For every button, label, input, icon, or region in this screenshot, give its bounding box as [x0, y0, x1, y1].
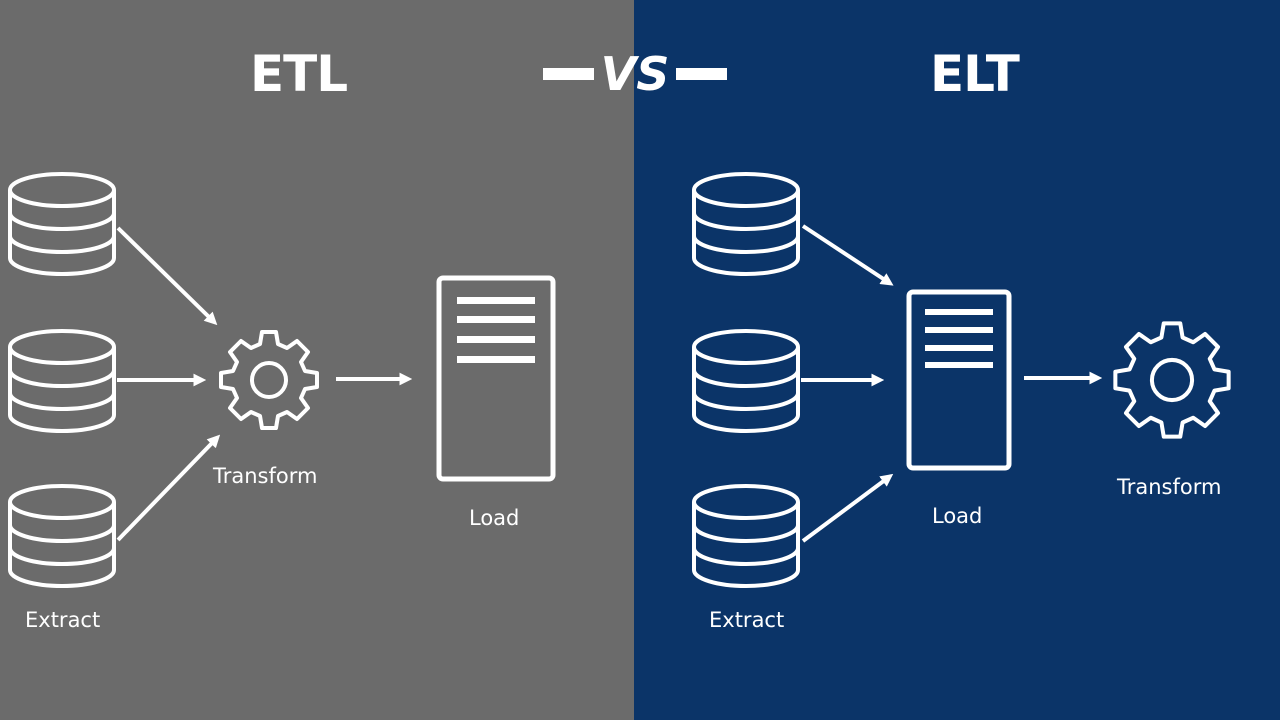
- elt-extract-label: Extract: [709, 608, 785, 632]
- elt-load-label: Load: [932, 504, 983, 528]
- elt-database-icon-2: [692, 329, 800, 433]
- vs-dash-left: [543, 68, 594, 80]
- elt-database-icon-3: [692, 484, 800, 588]
- etl-server-document-icon: [436, 275, 556, 482]
- etl-title: ETL: [250, 45, 348, 103]
- elt-transform-label: Transform: [1117, 475, 1222, 499]
- elt-arrow-db1-to-load: [801, 224, 894, 286]
- elt-title: ELT: [930, 45, 1020, 103]
- etl-load-label: Load: [469, 506, 520, 530]
- vs-dash-right: [676, 68, 727, 80]
- elt-arrow-db3-to-load: [801, 473, 894, 543]
- etl-arrow-db1-to-transform: [116, 226, 218, 326]
- etl-arrow-db3-to-transform: [116, 434, 221, 542]
- elt-server-document-icon: [906, 289, 1012, 471]
- etl-extract-label: Extract: [25, 608, 101, 632]
- elt-database-icon-1: [692, 172, 800, 276]
- elt-gear-icon: [1113, 321, 1231, 439]
- etl-transform-label: Transform: [213, 464, 318, 488]
- etl-database-icon-1: [8, 172, 116, 276]
- etl-database-icon-3: [8, 484, 116, 588]
- vs-label: VS: [600, 47, 670, 101]
- etl-gear-icon: [219, 330, 319, 430]
- etl-database-icon-2: [8, 329, 116, 433]
